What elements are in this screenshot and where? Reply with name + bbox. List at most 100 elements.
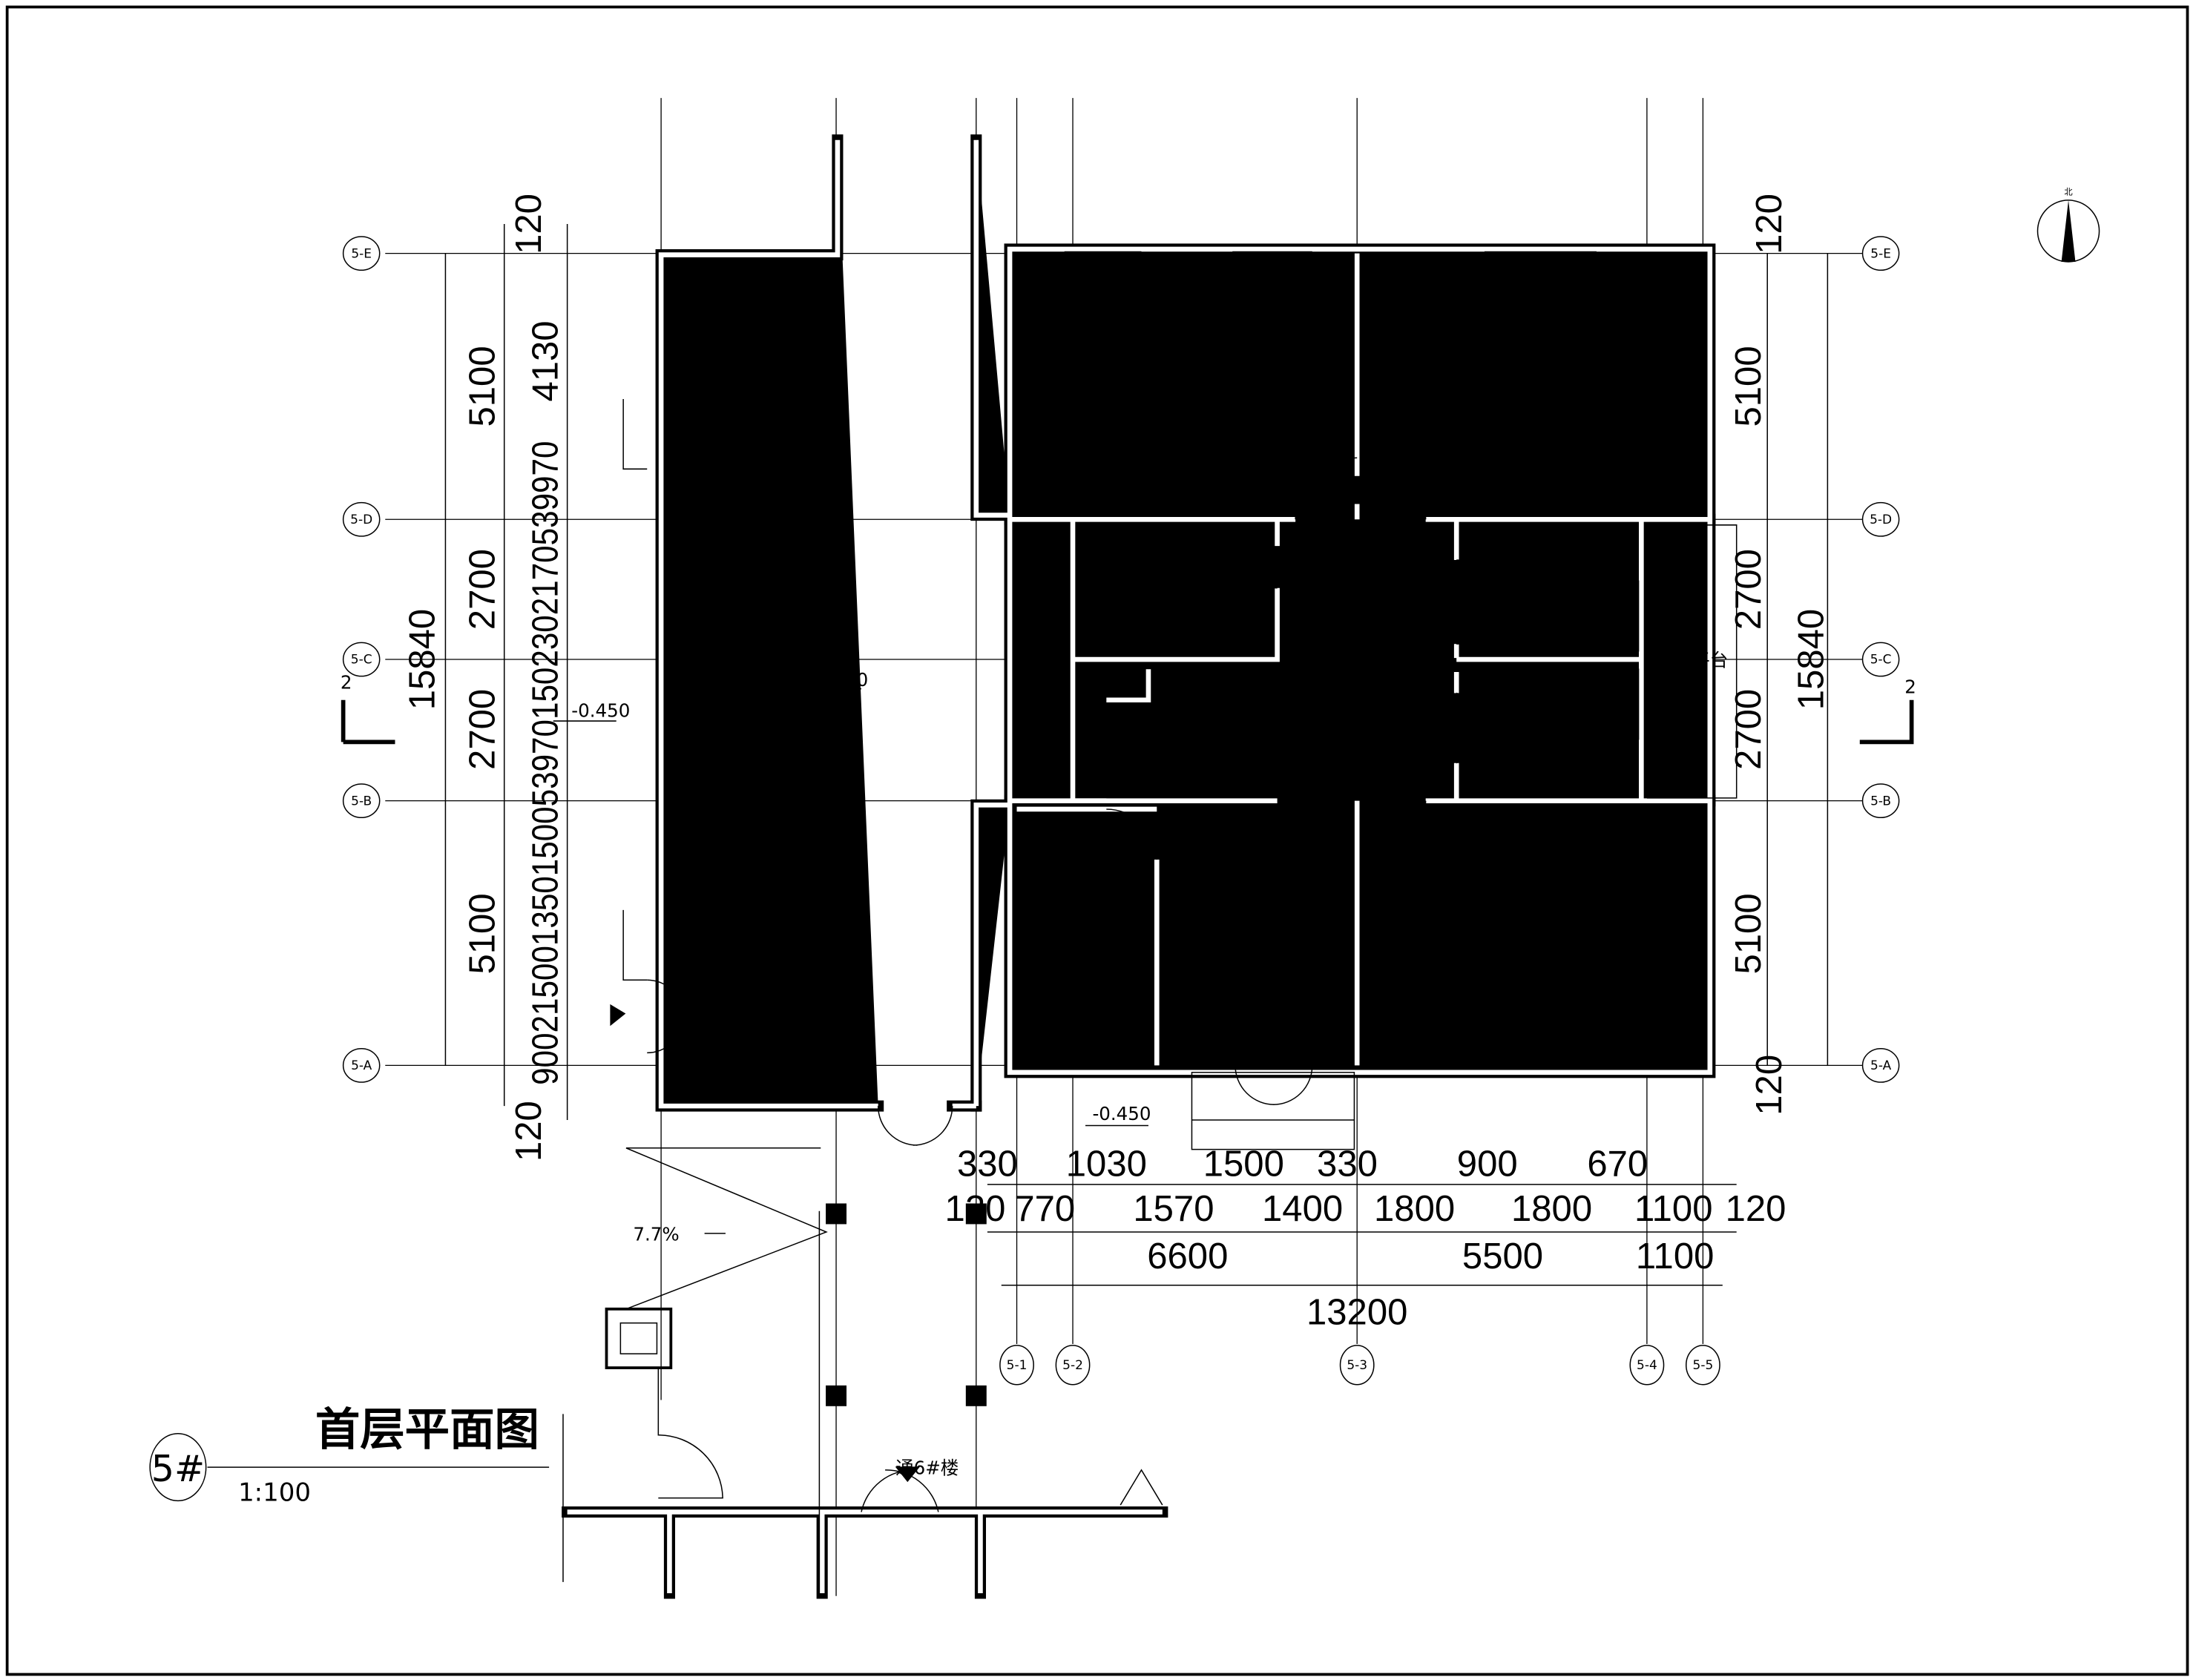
axis-bubble-5-E: 5-E 5-E (342, 236, 1900, 271)
dims-bottom: 330 770 1030 1570 1500 1400 330 1800 900… (945, 1144, 1786, 1332)
axis-bubble-5-2: 5-2 (1055, 1345, 1091, 1386)
svg-text:5-3: 5-3 (1347, 1358, 1367, 1373)
svg-text:5500: 5500 (1462, 1236, 1543, 1277)
svg-text:5-D: 5-D (350, 513, 372, 527)
svg-text:5-1: 5-1 (1007, 1358, 1028, 1373)
svg-text:35㎡: 35㎡ (1502, 399, 1543, 421)
svg-text:5100: 5100 (1729, 893, 1769, 974)
building-number: 5# (151, 1447, 205, 1490)
svg-text:5-A: 5-A (351, 1058, 372, 1073)
slope-label: 7.7% (633, 1223, 679, 1245)
svg-text:5-2: 5-2 (1062, 1358, 1083, 1373)
svg-text:35㎡: 35㎡ (1160, 399, 1202, 421)
axis-bubble-5-B: 5-B 5-B (342, 783, 1900, 819)
plan-details (553, 251, 1738, 1596)
svg-text:5100: 5100 (462, 346, 502, 426)
svg-text:接待: 接待 (1087, 917, 1123, 938)
walls (568, 140, 1710, 1593)
svg-text:1400: 1400 (1262, 1189, 1343, 1229)
svg-text:5100: 5100 (1729, 346, 1769, 426)
svg-text:办公: 办公 (1163, 378, 1199, 399)
svg-text:北: 北 (2064, 186, 2072, 197)
svg-text:5-B: 5-B (1870, 794, 1891, 808)
svg-text:18㎡: 18㎡ (1238, 938, 1280, 959)
dims-left: 120 5100 2700 2700 5100 15840 4130 90021… (341, 194, 566, 1162)
svg-text:15840: 15840 (402, 609, 442, 710)
svg-text:门厅: 门厅 (1241, 917, 1278, 938)
svg-text:120: 120 (1749, 194, 1789, 254)
svg-text:2700: 2700 (462, 689, 502, 770)
svg-text:5-E: 5-E (351, 246, 372, 261)
svg-text:办公: 办公 (1504, 378, 1540, 399)
svg-text:1100: 1100 (1634, 1189, 1713, 1229)
svg-text:2: 2 (1904, 676, 1916, 697)
axis-bubble-5-4: 5-4 (1629, 1345, 1665, 1386)
svg-text:1100: 1100 (1636, 1236, 1715, 1277)
svg-text:13200: 13200 (1306, 1293, 1407, 1333)
svg-text:2700: 2700 (1729, 689, 1769, 770)
svg-text:1800: 1800 (1511, 1189, 1592, 1229)
svg-text:1800: 1800 (1374, 1189, 1455, 1229)
axis-bubble-5-D: 5-D 5-D (342, 501, 1900, 537)
svg-text:120: 120 (945, 1189, 1006, 1229)
drawing-scale: 1:100 (238, 1478, 311, 1507)
svg-text:15840: 15840 (1792, 609, 1832, 710)
svg-text:900215001350150053970150230217: 9002150013501500539701502302170539970 (525, 441, 565, 1085)
svg-text:5-A: 5-A (1870, 1058, 1892, 1073)
axis-bubbles: 5-E 5-E 5-D 5-D 5-C 5-C 5-B 5-B 5-A 5-A … (342, 236, 1900, 1386)
svg-text:112㎡: 112㎡ (790, 737, 843, 759)
axis-bubble-5-C: 5-C 5-C (342, 642, 1900, 677)
label-stair-up: 上 (1288, 754, 1306, 776)
label-equipment-platform: 设备平台 (1655, 649, 1728, 671)
svg-text:5-D: 5-D (1870, 513, 1892, 527)
svg-text:2700: 2700 (462, 549, 502, 630)
drawing-title: 首层平面图 (315, 1404, 539, 1456)
axis-bubble-5-A: 5-A 5-A (342, 1047, 1900, 1083)
dimension-lines (444, 224, 1829, 1286)
svg-text:9㎡: 9㎡ (1162, 600, 1191, 622)
svg-text:330: 330 (1317, 1144, 1378, 1184)
svg-text:5-B: 5-B (351, 794, 372, 808)
svg-text:35㎡: 35㎡ (1510, 938, 1551, 959)
label-cleaning-room: 清洁间 (1085, 701, 1140, 722)
svg-text:4130: 4130 (525, 320, 565, 401)
north-arrow-icon: 北 (2036, 186, 2100, 263)
elevation-left: -0.450 (571, 699, 630, 721)
svg-text:6600: 6600 (1147, 1236, 1228, 1277)
drawing-border (5, 5, 2189, 1676)
axis-bubble-5-3: 5-3 (1339, 1345, 1375, 1386)
axis-bubble-5-1: 5-1 (999, 1345, 1034, 1386)
svg-text:17㎡: 17㎡ (1336, 644, 1378, 665)
title-block: 首层平面图 5# 1:100 (149, 1404, 550, 1507)
svg-text:5-4: 5-4 (1637, 1358, 1657, 1373)
svg-text:14㎡: 14㎡ (1085, 938, 1126, 959)
svg-text:5-C: 5-C (351, 653, 372, 668)
svg-text:120: 120 (509, 1101, 549, 1162)
svg-text:5-E: 5-E (1870, 246, 1891, 261)
svg-text:办公: 办公 (1158, 579, 1194, 601)
svg-text:办公: 办公 (1513, 917, 1549, 938)
svg-text:1030: 1030 (1066, 1144, 1147, 1184)
svg-text:670: 670 (1587, 1144, 1648, 1184)
label-women-wc: 女厕 (1565, 753, 1602, 774)
svg-text:330: 330 (957, 1144, 1018, 1184)
svg-text:5100: 5100 (462, 893, 502, 974)
svg-text:1500: 1500 (1203, 1144, 1284, 1184)
svg-text:120: 120 (509, 194, 549, 254)
svg-text:2700: 2700 (1729, 549, 1769, 630)
elevation-commercial: -0.150 (809, 669, 868, 691)
svg-text:1570: 1570 (1133, 1189, 1214, 1229)
svg-text:120: 120 (1749, 1055, 1789, 1116)
svg-text:900: 900 (1457, 1144, 1518, 1184)
svg-text:2: 2 (341, 672, 352, 694)
svg-text:5-5: 5-5 (1693, 1358, 1714, 1373)
